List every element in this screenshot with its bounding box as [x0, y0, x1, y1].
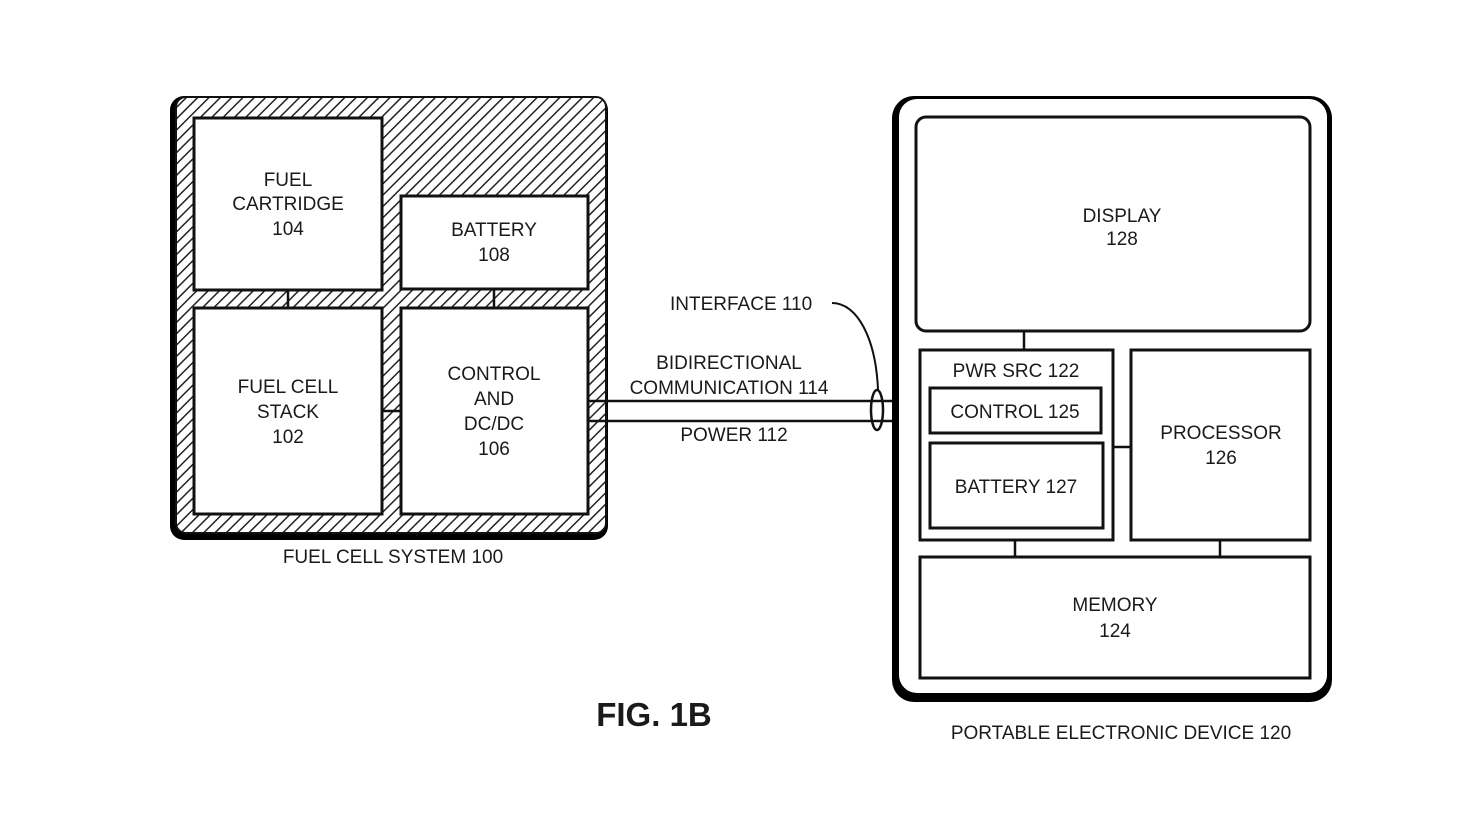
pwr-src-label: PWR SRC 122 [953, 361, 1080, 382]
control-125-label: CONTROL 125 [950, 402, 1079, 423]
control-dcdc-box [399, 306, 590, 516]
control-125-box [928, 386, 1103, 435]
interface-label: INTERFACE 110 [670, 294, 812, 315]
control-dcdc-label-line1: CONTROL [448, 364, 541, 385]
portable-electronic-device: DISPLAY 128 PWR SRC 122 CONTROL 125 BATT… [892, 96, 1332, 744]
memory-label-line1: MEMORY [1072, 595, 1157, 616]
control-dcdc-label-line4: 106 [478, 439, 510, 460]
battery-108-box [399, 194, 590, 291]
communication-label-line2: COMMUNICATION 114 [630, 378, 829, 399]
power-label: POWER 112 [680, 425, 787, 446]
fuel-cartridge-label-line3: 104 [272, 219, 304, 240]
fuel-cell-stack-label-line3: 102 [272, 427, 304, 448]
interface-ellipse [869, 388, 885, 432]
display-box [914, 115, 1312, 333]
display-label-line2: 128 [1106, 229, 1138, 250]
interface: INTERFACE 110 BIDIRECTIONAL COMMUNICATIO… [588, 294, 931, 446]
control-dcdc-label-line3: DC/DC [464, 414, 524, 435]
control-dcdc-label-line2: AND [474, 389, 514, 410]
fuel-cell-system-caption: FUEL CELL SYSTEM 100 [283, 547, 503, 568]
fuel-cell-stack-box [192, 306, 384, 516]
memory-label-line2: 124 [1099, 621, 1131, 642]
battery-108-label-line2: 108 [478, 245, 510, 266]
fuel-cartridge-label-line1: FUEL [264, 170, 313, 191]
interface-leader-line [831, 302, 879, 391]
communication-label-line1: BIDIRECTIONAL [656, 353, 802, 374]
battery-108-label-line1: BATTERY [451, 220, 537, 241]
device-caption: PORTABLE ELECTRONIC DEVICE 120 [951, 723, 1291, 744]
fuel-cell-stack-label-line2: STACK [257, 402, 319, 423]
figure-label: FIG. 1B [596, 696, 712, 733]
memory-box [918, 555, 1312, 680]
processor-label-line1: PROCESSOR [1160, 423, 1281, 444]
display-label-line1: DISPLAY [1083, 206, 1162, 227]
processor-box [1129, 348, 1312, 542]
fuel-cartridge-label-line2: CARTRIDGE [232, 194, 344, 215]
fuel-cartridge-box [192, 116, 384, 292]
fuel-cell-system: FUEL CARTRIDGE 104 BATTERY 108 FUEL CELL… [170, 96, 608, 568]
battery-127-box [928, 441, 1105, 530]
processor-label-line2: 126 [1205, 448, 1237, 469]
battery-127-label: BATTERY 127 [955, 477, 1078, 498]
fuel-cell-stack-label-line1: FUEL CELL [238, 377, 339, 398]
